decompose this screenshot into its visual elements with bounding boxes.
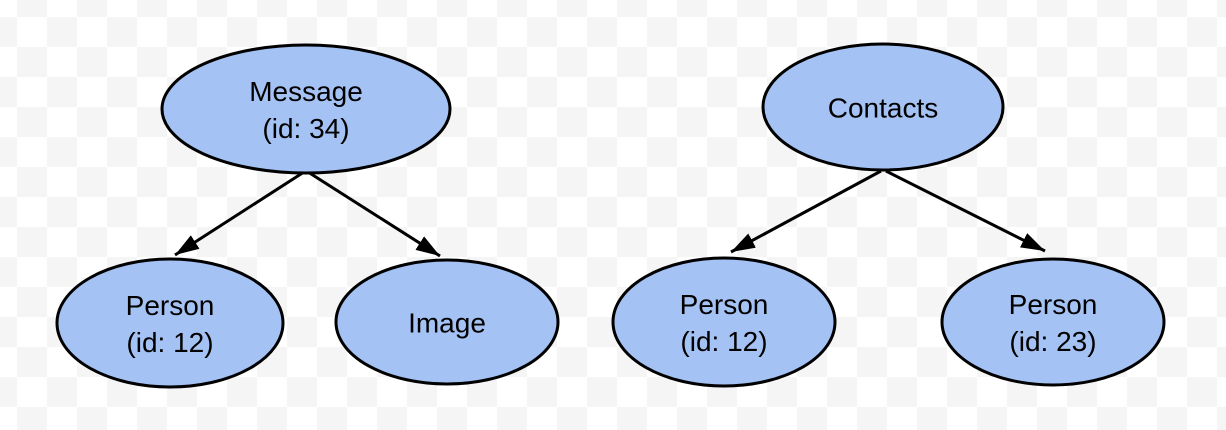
node-label-message-line-2: (id: 34) [262, 113, 349, 144]
edge-contacts-to-person-12-right [730, 169, 882, 254]
node-ellipse-contacts [761, 42, 1005, 172]
node-ellipse-message [160, 43, 452, 175]
node-message: Message (id: 34) [160, 43, 452, 175]
node-person-23: Person (id: 23) [940, 257, 1166, 387]
node-person-12-left: Person (id: 12) [55, 257, 285, 389]
edge-contacts-to-person-23 [885, 169, 1046, 253]
node-contacts: Contacts [761, 42, 1005, 172]
node-label-image-line-1: Image [408, 308, 486, 339]
node-label-message-line-1: Message [249, 76, 363, 107]
node-person-12-right: Person (id: 12) [611, 256, 837, 388]
node-label-person-23-line-1: Person [1009, 289, 1098, 320]
edge-message-to-image [307, 170, 441, 258]
node-label-person-23-line-2: (id: 23) [1009, 326, 1096, 357]
node-label-person-12-left-line-2: (id: 12) [126, 327, 213, 358]
node-ellipse-image [334, 258, 560, 386]
node-ellipse-person-12-right [611, 256, 837, 388]
node-ellipse-person-12-left [55, 257, 285, 389]
node-label-person-12-left-line-1: Person [126, 290, 215, 321]
node-label-contacts-line-1: Contacts [828, 93, 939, 124]
node-label-person-12-right-line-2: (id: 12) [680, 326, 767, 357]
node-image: Image [334, 258, 560, 386]
node-label-person-12-right-line-1: Person [680, 289, 769, 320]
edge-message-to-person-12-left [174, 170, 305, 257]
node-ellipse-person-23 [940, 257, 1166, 387]
